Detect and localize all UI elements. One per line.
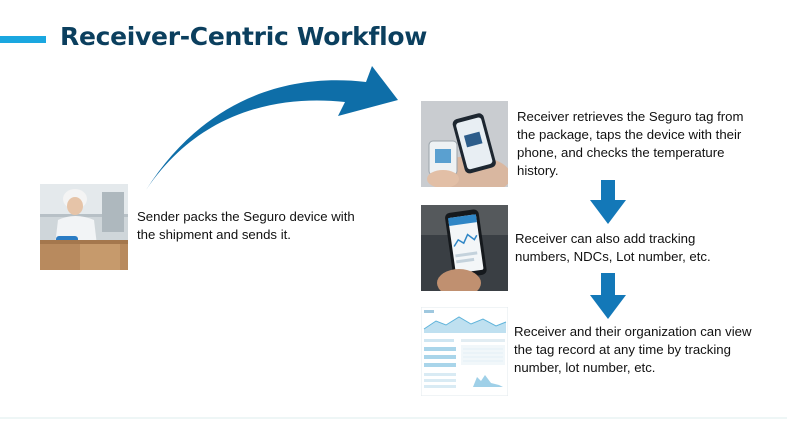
- step-2-text: Receiver retrieves the Seguro tag from t…: [517, 109, 744, 178]
- step-1-text: Sender packs the Seguro device with the …: [137, 209, 355, 242]
- down-arrow-icon: [590, 180, 626, 224]
- phone-app-photo: [421, 205, 508, 291]
- dashboard-screenshot: [421, 307, 508, 396]
- worker-packing-photo: [40, 184, 128, 270]
- step-3-text: Receiver can also add tracking numbers, …: [515, 231, 711, 264]
- slide-title: Receiver-Centric Workflow: [60, 22, 428, 51]
- phone-tap-tag-photo: [421, 101, 508, 187]
- title-accent-bar: [0, 36, 46, 43]
- down-arrow-icon: [590, 273, 626, 319]
- step-4-text: Receiver and their organization can view…: [514, 324, 752, 375]
- footer-divider: [0, 417, 787, 419]
